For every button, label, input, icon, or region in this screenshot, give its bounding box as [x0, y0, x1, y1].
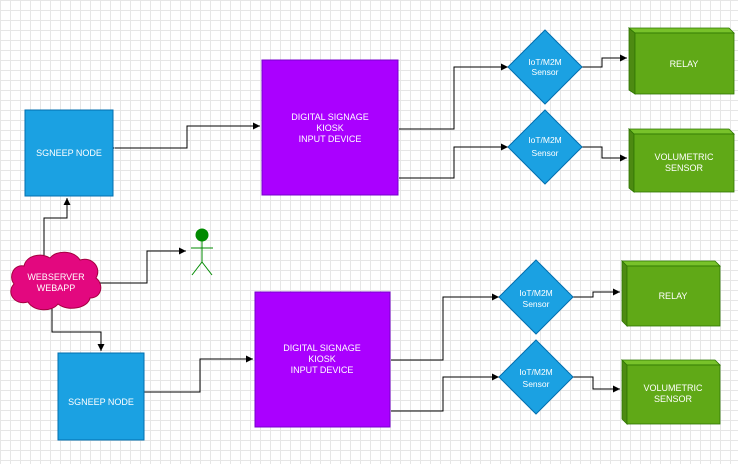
- webserver-cloud[interactable]: WEBSERVER WEBAPP: [10, 251, 102, 311]
- edge-top-kiosk-sensor1[interactable]: [399, 63, 508, 130]
- top-sensor-1[interactable]: IoT/M2M Sensor: [507, 29, 583, 105]
- bottom-sensor-2-label-line1: IoT/M2M: [519, 367, 553, 377]
- edge-cloud-user[interactable]: [97, 247, 186, 284]
- top-sensor-2-label-line2: Sensor: [532, 148, 559, 158]
- bottom-volumetric-label-line1: VOLUMETRIC: [643, 383, 703, 393]
- top-sensor-1-label-line1: IoT/M2M: [528, 57, 562, 67]
- top-sensor-2-label-line1: IoT/M2M: [528, 135, 562, 145]
- bottom-kiosk-label-line3: INPUT DEVICE: [291, 365, 354, 375]
- webserver-label-line2: WEBAPP: [37, 283, 76, 293]
- bottom-relay-label: RELAY: [659, 291, 688, 301]
- top-volumetric-device[interactable]: VOLUMETRIC SENSOR: [628, 128, 735, 193]
- top-sensor-2[interactable]: IoT/M2M Sensor: [507, 109, 583, 185]
- edges: [43, 54, 627, 412]
- bottom-sensor-1[interactable]: IoT/M2M Sensor: [498, 259, 574, 335]
- top-volumetric-label-line1: VOLUMETRIC: [654, 152, 714, 162]
- edge-bottom-kiosk-sensor1[interactable]: [391, 293, 499, 361]
- edge-top-sensor1-relay[interactable]: [582, 54, 627, 68]
- top-sensor-1-label-line2: Sensor: [532, 67, 559, 77]
- top-kiosk-label-line2: KIOSK: [316, 123, 344, 133]
- bottom-sensor-2-label-line2: Sensor: [523, 379, 550, 389]
- bottom-kiosk[interactable]: DIGITAL SIGNAGE KIOSK INPUT DEVICE: [254, 291, 391, 428]
- top-volumetric-label-line2: SENSOR: [665, 163, 704, 173]
- top-sgneep-node[interactable]: SGNEEP NODE: [24, 109, 114, 197]
- top-kiosk-label-line3: INPUT DEVICE: [299, 134, 362, 144]
- bottom-kiosk-label-line1: DIGITAL SIGNAGE: [283, 343, 361, 353]
- edge-top-sensor2-volumetric[interactable]: [582, 146, 627, 162]
- bottom-sensor-1-label-line2: Sensor: [523, 299, 550, 309]
- bottom-sensor-1-label-line1: IoT/M2M: [519, 288, 553, 298]
- edge-bottom-kiosk-sensor2[interactable]: [391, 373, 499, 412]
- bottom-kiosk-label-line2: KIOSK: [308, 354, 336, 364]
- edge-top-kiosk-sensor2[interactable]: [399, 143, 508, 179]
- edge-cloud-top-node[interactable]: [43, 198, 71, 262]
- top-sgneep-node-label: SGNEEP NODE: [36, 148, 102, 158]
- top-relay-label: RELAY: [670, 59, 699, 69]
- top-kiosk-label-line1: DIGITAL SIGNAGE: [291, 112, 369, 122]
- bottom-volumetric-device[interactable]: VOLUMETRIC SENSOR: [621, 359, 721, 425]
- edge-bottom-node-kiosk[interactable]: [137, 355, 253, 396]
- bottom-relay-device[interactable]: RELAY: [621, 260, 721, 327]
- top-relay-device[interactable]: RELAY: [627, 27, 735, 95]
- bottom-sensor-2[interactable]: IoT/M2M Sensor: [498, 339, 574, 415]
- bottom-sgneep-node[interactable]: SGNEEP NODE: [57, 352, 145, 441]
- edge-bottom-sensor2-volumetric[interactable]: [573, 376, 620, 393]
- edge-bottom-sensor1-relay[interactable]: [573, 288, 620, 298]
- webserver-label-line1: WEBSERVER: [27, 272, 85, 282]
- user-actor-icon[interactable]: [191, 228, 213, 276]
- bottom-sgneep-node-label: SGNEEP NODE: [68, 397, 134, 407]
- edge-cloud-bottom-node[interactable]: [48, 289, 105, 351]
- edge-top-node-kiosk[interactable]: [108, 122, 260, 152]
- bottom-volumetric-label-line2: SENSOR: [654, 394, 693, 404]
- top-kiosk[interactable]: DIGITAL SIGNAGE KIOSK INPUT DEVICE: [261, 59, 399, 196]
